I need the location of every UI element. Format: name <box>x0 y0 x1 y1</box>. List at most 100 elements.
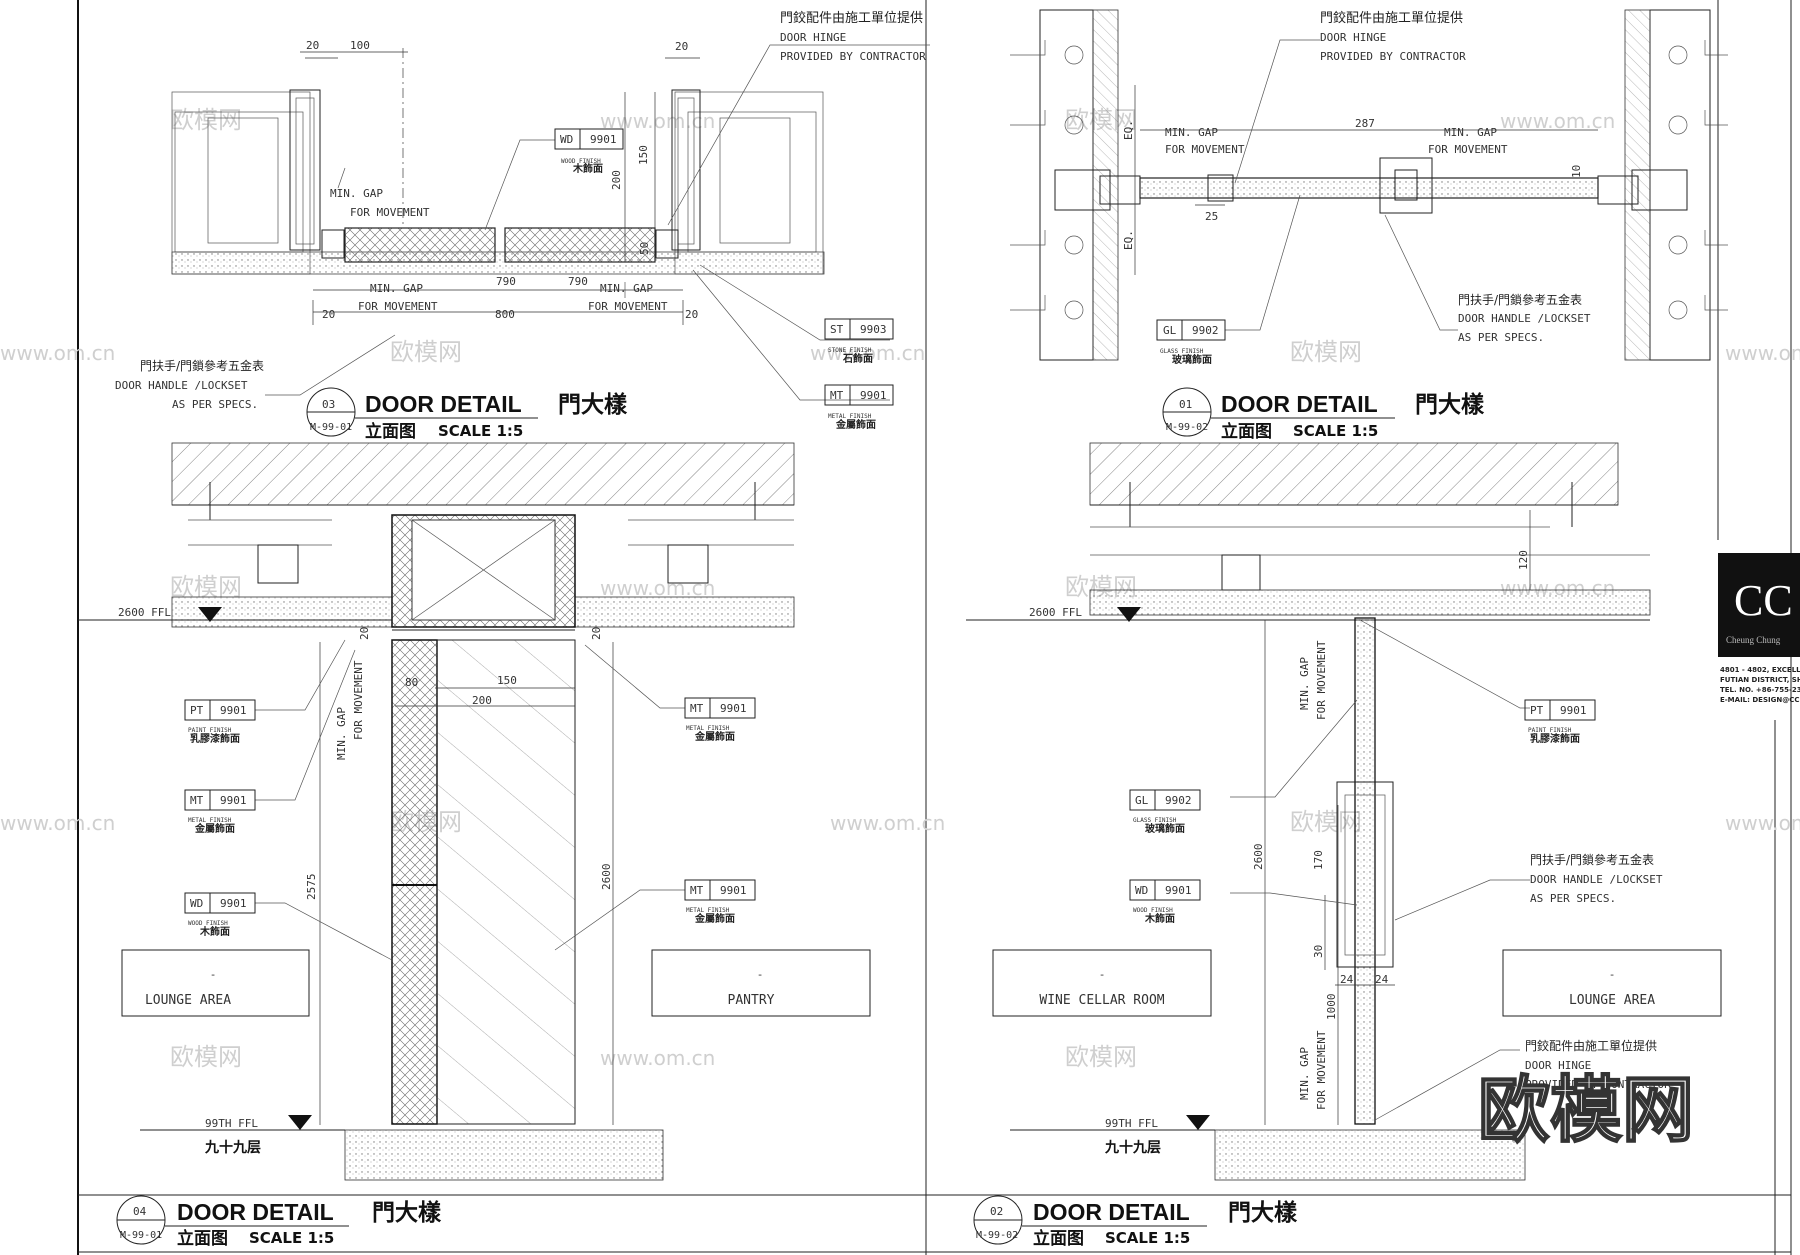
svg-text:WD: WD <box>1135 884 1148 897</box>
svg-text:門大樣: 門大樣 <box>558 391 628 418</box>
dim-label: 790 <box>496 275 516 288</box>
svg-text:SCALE 1:5: SCALE 1:5 <box>1293 422 1378 440</box>
svg-text:LOUNGE AREA: LOUNGE AREA <box>1569 993 1655 1008</box>
svg-text:MIN. GAP: MIN. GAP <box>1444 126 1497 139</box>
svg-text:FOR MOVEMENT: FOR MOVEMENT <box>1315 1030 1328 1110</box>
handle-note-zh: 門扶手/門鎖參考五金表 <box>140 358 264 373</box>
svg-text:2600 FFL: 2600 FFL <box>1029 606 1082 619</box>
svg-text:24: 24 <box>1340 973 1354 986</box>
hinge-note-en: DOOR HINGE <box>780 31 846 44</box>
gap-note: MIN. GAP <box>330 187 383 200</box>
watermark-text: www.om.cn <box>0 341 115 365</box>
dim-label: 20 <box>685 308 698 321</box>
handle-note-en: AS PER SPECS. <box>172 398 258 411</box>
svg-text:WINE CELLAR ROOM: WINE CELLAR ROOM <box>1039 993 1164 1008</box>
finish-tag-mt-3: MT 9901 METAL FINISH 金屬飾面 <box>684 697 756 743</box>
svg-text:EQ.: EQ. <box>1122 230 1135 250</box>
dim-label: 50 <box>638 242 651 255</box>
svg-text:WOOD FINISH: WOOD FINISH <box>188 920 228 927</box>
svg-text:玻璃飾面: 玻璃飾面 <box>1172 353 1212 366</box>
svg-text:10: 10 <box>1570 165 1583 178</box>
finish-tag-wd-3: WD 9901 WOOD FINISH 木飾面 <box>1129 879 1201 925</box>
detail-01-notes: 門鉸配件由施工單位提供 DOOR HINGE PROVIDED BY CONTR… <box>1165 10 1591 344</box>
svg-text:2600 FFL: 2600 FFL <box>118 606 171 619</box>
svg-text:03: 03 <box>322 398 335 411</box>
watermark-text: www.om.cn <box>0 811 115 835</box>
svg-text:-: - <box>1099 968 1106 981</box>
svg-text:金屬飾面: 金屬飾面 <box>194 822 235 835</box>
handle-note-en: DOOR HANDLE /LOCKSET <box>115 379 248 392</box>
svg-text:門鉸配件由施工單位提供: 門鉸配件由施工單位提供 <box>1320 10 1463 26</box>
dim-label: 20 <box>322 308 335 321</box>
detail-01-plan <box>1010 9 1728 361</box>
svg-text:乳膠漆飾面: 乳膠漆飾面 <box>190 732 240 745</box>
finish-tag-wd-2: WD 9901 WOOD FINISH 木飾面 <box>184 892 256 938</box>
brand-watermark: 欧模网 <box>1478 1068 1694 1152</box>
svg-text:門大樣: 門大樣 <box>372 1199 442 1226</box>
gap-note: FOR MOVEMENT <box>358 300 438 313</box>
svg-text:門鉸配件由施工單位提供: 門鉸配件由施工單位提供 <box>1525 1038 1657 1053</box>
svg-text:20: 20 <box>358 627 371 640</box>
svg-text:9901: 9901 <box>720 884 747 897</box>
svg-text:9902: 9902 <box>1165 794 1192 807</box>
finish-tag-gl-2: GL 9902 GLASS FINISH 玻璃飾面 <box>1129 789 1201 835</box>
svg-text:9901: 9901 <box>1165 884 1192 897</box>
svg-text:DOOR HANDLE /LOCKSET: DOOR HANDLE /LOCKSET <box>1530 873 1663 886</box>
svg-text:門大樣: 門大樣 <box>1415 391 1485 418</box>
svg-text:九十九层: 九十九层 <box>1104 1139 1161 1156</box>
svg-text:MIN. GAP: MIN. GAP <box>335 707 348 760</box>
dim-label: 20 <box>306 39 319 52</box>
finish-tag-pt-2: PT 9901 PAINT FINISH 乳膠漆飾面 <box>1524 699 1596 745</box>
svg-text:99TH FFL: 99TH FFL <box>1105 1117 1158 1130</box>
company-name: Cheung Chung <box>1726 635 1781 645</box>
detail-03-dims: 20 100 20 790 790 800 20 20 150 200 50 <box>306 39 698 321</box>
svg-text:2575: 2575 <box>305 874 318 901</box>
watermark-text: 欧模网 <box>390 338 462 366</box>
detail-04-notes: 2600 FFL 99TH FFL 九十九层 MIN. GAP FOR MOVE… <box>118 606 365 1156</box>
finish-tag-st: ST 9903 STONE FINISH 石飾面 <box>824 318 894 365</box>
svg-text:MIN. GAP: MIN. GAP <box>1298 657 1311 710</box>
svg-text:DOOR HINGE: DOOR HINGE <box>1320 31 1386 44</box>
watermark-text: 欧模网 <box>1065 1043 1137 1071</box>
svg-text:GL: GL <box>1135 794 1149 807</box>
svg-text:FOR MOVEMENT: FOR MOVEMENT <box>1315 640 1328 720</box>
svg-text:2600: 2600 <box>1252 844 1265 871</box>
watermark-text: www.om.cn <box>830 811 945 835</box>
watermark-text: www.om.cn <box>600 576 715 600</box>
svg-text:立面图: 立面图 <box>177 1228 228 1249</box>
svg-text:9901: 9901 <box>220 794 247 807</box>
watermark-text: www.om.cn <box>600 1046 715 1070</box>
svg-text:PAINT FINISH: PAINT FINISH <box>188 727 232 734</box>
svg-text:150: 150 <box>497 674 517 687</box>
watermark-text: www.om.cn <box>1500 109 1615 133</box>
svg-text:-: - <box>1609 968 1616 981</box>
svg-text:門扶手/門鎖參考五金表: 門扶手/門鎖參考五金表 <box>1458 292 1582 307</box>
svg-text:GL: GL <box>1163 324 1177 337</box>
svg-text:1000: 1000 <box>1325 994 1338 1021</box>
svg-text:DOOR DETAIL: DOOR DETAIL <box>365 391 522 417</box>
svg-text:木飾面: 木飾面 <box>199 925 230 938</box>
svg-text:SCALE 1:5: SCALE 1:5 <box>249 1229 334 1247</box>
title-block: CC Cheung Chung 4801 - 4802, EXCELLENCE … <box>1718 553 1800 704</box>
detail-03-plan <box>171 44 930 401</box>
svg-text:乳膠漆飾面: 乳膠漆飾面 <box>1530 732 1580 745</box>
hinge-note-en: PROVIDED BY CONTRACTOR <box>780 50 926 63</box>
svg-text:PROVIDED BY CONTRACTOR: PROVIDED BY CONTRACTOR <box>1525 1078 1671 1091</box>
svg-text:TEL. NO. +86-755-2399-8: TEL. NO. +86-755-2399-8 <box>1720 686 1800 694</box>
finish-tag-wd: WD 9901 WOOD FINISH 木飾面 <box>554 128 624 175</box>
finish-tag-mt-4: MT 9901 METAL FINISH 金屬飾面 <box>684 879 756 925</box>
svg-text:M-99-02: M-99-02 <box>976 1230 1018 1241</box>
detail-03-notes: 門鉸配件由施工單位提供 DOOR HINGE PROVIDED BY CONTR… <box>115 10 926 411</box>
hinge-note-zh: 門鉸配件由施工單位提供 <box>780 10 923 26</box>
company-logo: CC <box>1734 576 1793 625</box>
svg-text:SCALE 1:5: SCALE 1:5 <box>438 422 523 440</box>
svg-text:FOR MOVEMENT: FOR MOVEMENT <box>1165 143 1245 156</box>
svg-text:PAINT FINISH: PAINT FINISH <box>1528 727 1572 734</box>
svg-text:DOOR DETAIL: DOOR DETAIL <box>1221 391 1378 417</box>
svg-text:WOOD FINISH: WOOD FINISH <box>1133 907 1173 914</box>
svg-text:EQ.: EQ. <box>1122 120 1135 140</box>
finish-tag-mt-2: MT 9901 METAL FINISH 金屬飾面 <box>184 789 256 835</box>
svg-text:WD: WD <box>190 897 203 910</box>
svg-text:-: - <box>757 968 764 981</box>
svg-text:METAL FINISH: METAL FINISH <box>188 817 232 824</box>
